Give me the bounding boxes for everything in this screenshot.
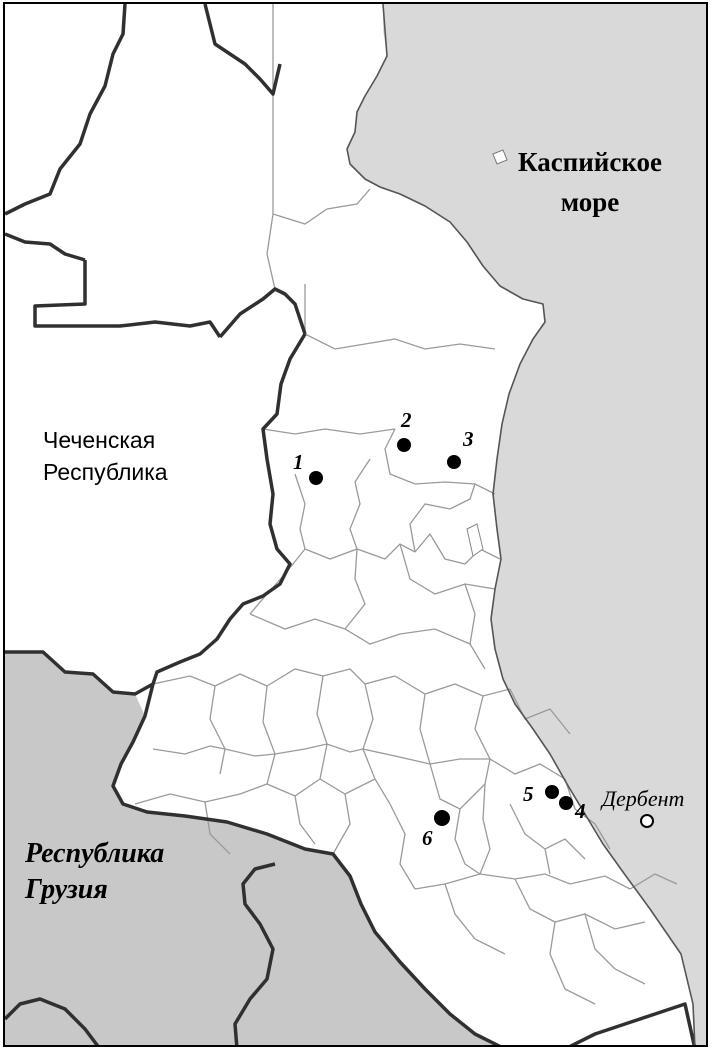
chechnya-label: Чеченская Республика: [43, 424, 168, 488]
site-marker-6: [434, 810, 450, 826]
sea-label-line2: море: [560, 187, 620, 217]
map-canvas: [5, 4, 706, 1045]
site-label-1: 1: [293, 450, 304, 474]
chechnya-label-line2: Республика: [43, 459, 168, 485]
site-marker-1: [309, 471, 323, 485]
lagoon: [466, 523, 484, 557]
district-borders: [134, 4, 678, 1005]
chechnya-label-line1: Чеченская: [43, 427, 156, 453]
caspian-sea: [347, 4, 706, 1045]
city-label: Дербент: [602, 786, 685, 811]
georgia-label-line1: Республика: [25, 838, 165, 869]
site-marker-5: [545, 785, 559, 799]
site-label-3: 3: [463, 427, 474, 451]
georgia-label: Республика Грузия: [25, 836, 164, 908]
site-marker-2: [397, 438, 411, 452]
georgia-label-line2: Грузия: [25, 874, 108, 905]
site-label-6: 6: [422, 826, 433, 850]
site-marker-3: [447, 455, 461, 469]
city-marker: [640, 814, 654, 828]
map: Каспийское море Чеченская Республика Рес…: [3, 2, 708, 1047]
site-label-5: 5: [523, 782, 534, 806]
state-borders: [5, 4, 696, 1045]
site-label-4: 4: [575, 799, 586, 823]
island: [492, 149, 508, 165]
site-marker-4: [559, 796, 573, 810]
site-label-2: 2: [401, 408, 412, 432]
sea-label-line1: Каспийское: [517, 147, 663, 177]
sea-label: Каспийское море: [505, 142, 675, 222]
